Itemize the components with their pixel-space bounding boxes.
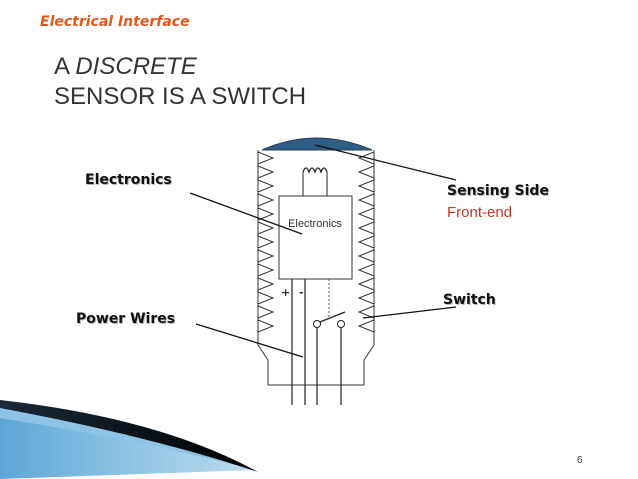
headline-line2: SENSOR IS A SWITCH	[54, 83, 307, 110]
section-title: Electrical Interface	[40, 14, 190, 30]
callout-sensing	[314, 144, 457, 181]
headline-emphasis: DISCRETE	[75, 53, 197, 80]
callout-switch	[362, 306, 457, 319]
headline: A DISCRETE SENSOR IS A SWITCH	[54, 52, 306, 112]
label-sensing-side: Sensing Side	[447, 183, 549, 199]
switch-contact-right	[337, 320, 345, 328]
minus-sign: -	[299, 286, 304, 299]
power-wires	[291, 279, 342, 405]
coil-icon	[302, 167, 328, 174]
label-electronics: Electronics	[85, 172, 172, 188]
electronics-box	[278, 195, 353, 280]
electronics-box-text: Electronics	[288, 218, 342, 230]
sensing-face	[261, 137, 373, 151]
plus-sign: +	[281, 286, 290, 299]
label-switch: Switch	[443, 292, 496, 308]
switch-arm	[319, 311, 346, 323]
threads-left	[257, 151, 275, 333]
callout-electronics	[189, 192, 303, 235]
threads-right	[357, 151, 375, 333]
headline-prefix: A	[54, 53, 76, 80]
callout-power	[195, 323, 304, 358]
label-front-end: Front-end	[447, 204, 513, 221]
switch-contact-left	[313, 320, 321, 328]
page-number: 6	[577, 455, 583, 466]
label-power-wires: Power Wires	[76, 311, 176, 327]
